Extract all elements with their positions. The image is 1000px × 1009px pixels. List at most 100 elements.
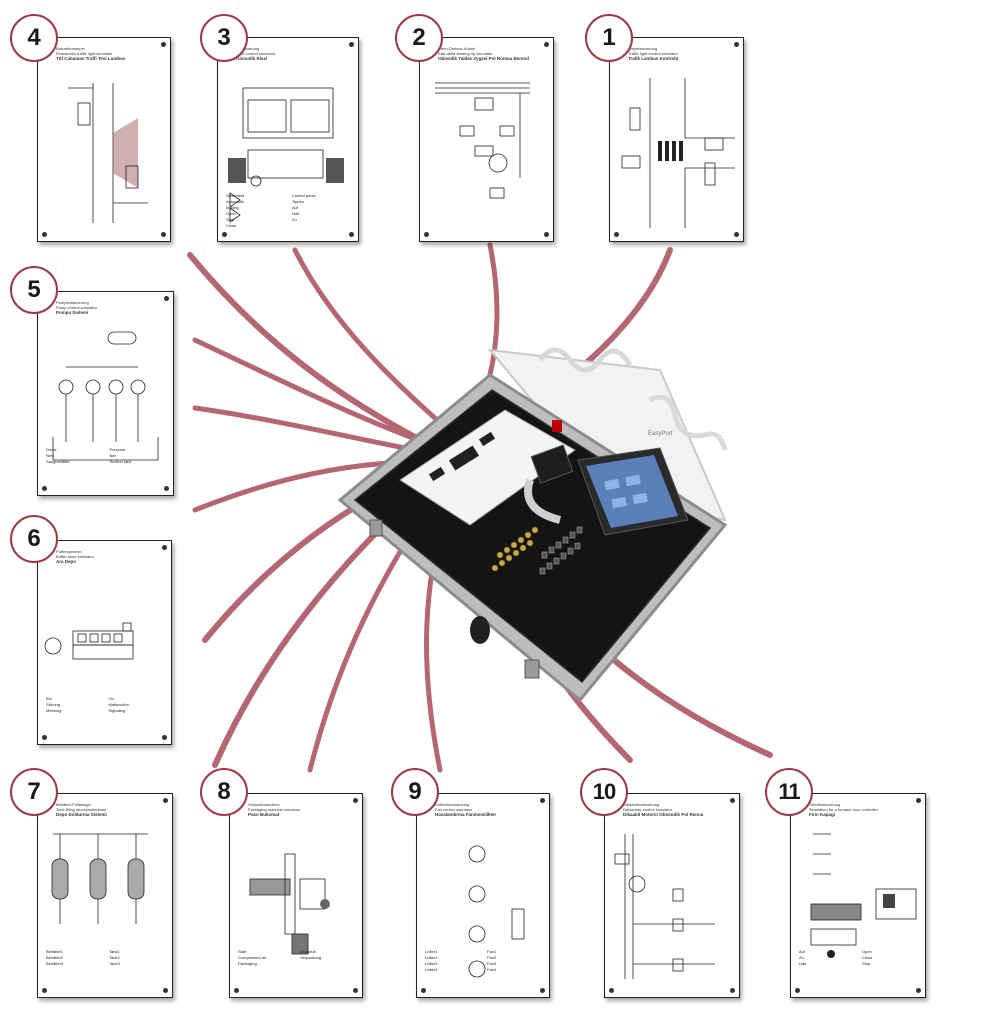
sheet-title-line: Trafik Lambas Kontrolü [628, 56, 679, 61]
schematic-label: Druckluft [300, 949, 316, 954]
board-slot-3 [478, 431, 496, 447]
punch-hole [42, 486, 47, 491]
sheet-title-line: Roadworks traffic light simulator [56, 51, 113, 56]
schematic-label: Ein [46, 696, 52, 701]
schematic-label: Packaging [238, 961, 257, 966]
terminal-row-black [539, 526, 583, 575]
sheet-title-line: Ampelsteuerung [628, 46, 658, 51]
sheet-number-badge: 6 [10, 515, 58, 563]
schematic-label: Net [109, 453, 116, 458]
sheet-number-badge: 9 [391, 768, 439, 816]
schematic-drawing [44, 622, 134, 660]
sheet-title-line: Stern-Dreieck-Anlauf [438, 46, 476, 51]
screen-button-1 [604, 478, 620, 491]
punch-hole [609, 988, 614, 993]
schematic-label: Steuerfeld [226, 193, 245, 198]
schematic-label: Saugbehälter [46, 459, 70, 464]
schematic-label: On [108, 696, 114, 701]
schematic-label: Behälter3 [46, 961, 64, 966]
sheet-title-line: Tank filling decoumsimulator [56, 807, 107, 812]
schematic-label: Automatik [226, 199, 244, 204]
sheet-title-line: Dikaabil Motorin Obsoudik Pol Renna [623, 812, 704, 817]
schematic-label: Malfunction [108, 702, 129, 707]
punch-hole [161, 42, 166, 47]
screen-button-4 [632, 492, 648, 505]
schematic-label: Close [226, 223, 237, 228]
sheet-title-line: Bauzeitenampel [56, 46, 85, 51]
schematic-label: Tank2 [109, 955, 120, 960]
sheet-number-badge: 2 [395, 14, 443, 62]
schematic-label: Halt [292, 211, 300, 216]
sheet-title-line: Star-delta starting up simulator [438, 51, 493, 56]
punch-hole [222, 232, 227, 237]
sheet-title-line: Oisoudik Rissi [236, 56, 268, 61]
schematic-label: Zu [799, 955, 804, 960]
sheet-title-line: Pufferspeicher [56, 549, 82, 554]
sheet-title-line: Gate control simulator [236, 51, 276, 56]
punch-hole [540, 988, 545, 993]
schematic-label: Behälter1 [46, 949, 64, 954]
punch-hole [162, 735, 167, 740]
screen-button-3 [611, 496, 627, 509]
punch-hole [42, 735, 47, 740]
schematic-label: Fan4 [487, 967, 497, 972]
sheet-title-line: Verpackmaschine [248, 802, 280, 807]
schematic-label: Stop [862, 961, 871, 966]
schematic-drawing [614, 834, 715, 979]
punch-hole [544, 232, 549, 237]
sheet-title-line: Paso Bukomal [248, 812, 280, 817]
sheet-number-badge: 8 [200, 768, 248, 816]
schematic-drawing [621, 78, 735, 228]
punch-hole [421, 988, 426, 993]
screen-button-2 [625, 474, 641, 487]
case-handle [470, 616, 490, 644]
schematic-label: Behälter2 [46, 955, 64, 960]
sheet-number-badge: 5 [10, 266, 58, 314]
schematic-label: Compressed air [238, 955, 267, 960]
punch-hole [730, 988, 735, 993]
schematic-label: Lüfter4 [425, 967, 438, 972]
schematic-label: Start [238, 949, 247, 954]
board-slot [448, 445, 480, 471]
punch-hole [795, 988, 800, 993]
schematic-drawing [52, 331, 159, 461]
schematic-drawing [51, 833, 148, 924]
punch-hole [424, 232, 429, 237]
sheet-number-badge: 4 [10, 14, 58, 62]
schematic-label: Stop [226, 217, 235, 222]
schematic-label: Lüfter3 [425, 961, 438, 966]
schematic-label: Zu [292, 217, 297, 222]
device-brand: EasyPort [648, 431, 673, 437]
schematic-label: Open [226, 211, 236, 216]
cable-coil-1 [538, 347, 633, 373]
punch-hole [164, 296, 169, 301]
punch-hole [349, 42, 354, 47]
punch-hole [164, 486, 169, 491]
terminal-row-gold [491, 526, 539, 572]
latch-1 [524, 659, 540, 679]
schematic-label: Fan1 [487, 949, 497, 954]
schematic-label: Open [862, 949, 872, 954]
schematic-label: Tank3 [109, 961, 120, 966]
punch-hole [540, 798, 545, 803]
schematic-label: Störung [46, 702, 61, 707]
schematic-label: Meldung [46, 708, 62, 713]
schematic-label: Fan2 [487, 955, 497, 960]
plc-module [530, 444, 574, 484]
schematic-label: Pressure [109, 447, 126, 452]
sheet-title-line: Torsteuerung [236, 46, 260, 51]
